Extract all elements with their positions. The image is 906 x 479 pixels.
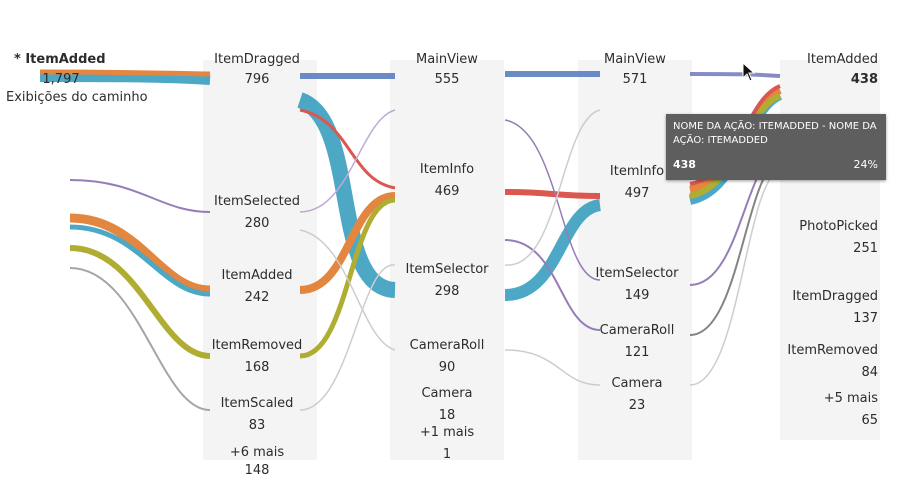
flow-thin-5 (504, 239, 601, 331)
flow-main-orange (39, 69, 211, 77)
flow-in-olive (69, 245, 211, 359)
node-count: 137 (853, 311, 878, 326)
node-count: 497 (624, 186, 650, 201)
flow-main-band (39, 72, 211, 85)
node-count: 251 (853, 241, 878, 256)
node-count: 84 (861, 365, 878, 380)
mouse-cursor-icon (742, 62, 756, 82)
node-col2-mainview[interactable]: MainView 555 (390, 52, 504, 88)
node-label: ItemDragged (792, 289, 878, 304)
node-col0-itemadded[interactable]: * ItemAdded 1,797 Exibições do caminho (6, 52, 148, 106)
node-col4-itemremoved[interactable]: ItemRemoved 84 (778, 343, 878, 381)
node-count: 168 (244, 360, 270, 375)
tooltip-percent: 24% (853, 158, 878, 171)
flow-added-info (299, 192, 396, 294)
node-col1-more[interactable]: +6 mais 148 (200, 445, 314, 479)
tooltip: NOME DA AÇÃO: ITEMADDED - NOME DA AÇÃO: … (666, 114, 886, 180)
node-label: ItemSelected (214, 194, 300, 209)
node-count: 555 (434, 72, 460, 87)
node-label: Camera (611, 376, 663, 391)
node-col1-itemscaled[interactable]: ItemScaled 83 (200, 396, 314, 434)
column-strip-2 (390, 60, 504, 460)
tooltip-value: 438 (673, 158, 696, 171)
flow-in-teal (69, 224, 211, 297)
node-col2-more[interactable]: +1 mais 1 (390, 425, 504, 463)
node-count: 23 (628, 398, 646, 413)
node-label: MainView (416, 52, 478, 67)
node-col1-itemremoved[interactable]: ItemRemoved 168 (200, 338, 314, 376)
flow-red-info (299, 108, 396, 190)
node-label: ItemSelector (405, 262, 489, 277)
node-count: 148 (244, 463, 270, 478)
node-label: ItemInfo (609, 164, 665, 179)
node-count: 1 (442, 447, 452, 462)
flow-thin-1 (299, 109, 396, 213)
node-label: ItemRemoved (211, 338, 303, 353)
node-count: 18 (438, 408, 456, 423)
node-label: +5 mais (823, 391, 878, 406)
flow-olive-info (299, 197, 396, 359)
node-count: 298 (434, 284, 460, 299)
node-col1-itemselected[interactable]: ItemSelected 280 (200, 194, 314, 232)
column-strip-1 (203, 60, 317, 460)
node-count: 121 (624, 345, 650, 360)
node-label: +1 mais (419, 425, 475, 440)
node-col4-photopicked[interactable]: PhotoPicked 251 (778, 219, 878, 257)
node-col4-itemadded[interactable]: ItemAdded 438 (778, 52, 878, 88)
flow-main-added (689, 72, 781, 78)
node-label: ItemSelector (595, 266, 679, 281)
tooltip-text: NOME DA AÇÃO: ITEMADDED - NOME DA AÇÃO: … (673, 121, 877, 146)
node-col2-iteminfo[interactable]: ItemInfo 469 (390, 162, 504, 200)
node-count: 65 (861, 413, 878, 428)
node-label: ItemAdded (806, 52, 878, 67)
flow-dragged-selector (296, 92, 397, 298)
node-count: 83 (248, 418, 266, 433)
node-count: 438 (850, 72, 878, 87)
node-label: MainView (604, 52, 666, 67)
node-count: 571 (622, 72, 648, 87)
node-col4-more[interactable]: +5 mais 65 (778, 391, 878, 429)
node-count: 90 (438, 360, 456, 375)
flow-thin-6 (504, 349, 601, 386)
node-label: ItemInfo (419, 162, 475, 177)
node-label: ItemAdded (221, 268, 293, 283)
node-label: ItemDragged (214, 52, 300, 67)
flow-thin-4 (504, 119, 601, 281)
node-label: ItemRemoved (787, 343, 878, 358)
node-count: 796 (244, 72, 270, 87)
node-col2-camera[interactable]: Camera 18 (390, 386, 504, 424)
node-sublabel: Exibições do caminho (6, 90, 148, 105)
flow-in-purple (69, 179, 211, 213)
flow-in-grey (69, 267, 211, 411)
flow-thin-9 (689, 169, 781, 386)
node-label: * ItemAdded (14, 52, 106, 67)
node-col3-mainview[interactable]: MainView 571 (578, 52, 692, 88)
node-label: ItemScaled (220, 396, 294, 411)
node-col4-itemdragged[interactable]: ItemDragged 137 (778, 289, 878, 327)
node-col3-camera[interactable]: Camera 23 (580, 376, 694, 414)
flow-thin-3 (299, 264, 396, 411)
node-label: Camera (421, 386, 473, 401)
flow-thin-2 (299, 229, 396, 351)
node-count: 1,797 (42, 72, 80, 87)
flow-info-info (504, 189, 601, 199)
node-label: PhotoPicked (799, 219, 878, 234)
node-count: 280 (244, 216, 270, 231)
node-label: CameraRoll (409, 338, 485, 353)
node-count: 149 (624, 288, 650, 303)
flow-selector-info (504, 199, 602, 301)
node-col2-itemselector[interactable]: ItemSelector 298 (390, 262, 504, 300)
node-label: +6 mais (229, 445, 285, 460)
node-col1-itemdragged[interactable]: ItemDragged 796 (200, 52, 314, 88)
node-col3-iteminfo[interactable]: ItemInfo 497 (580, 164, 694, 202)
node-col2-cameraroll[interactable]: CameraRoll 90 (390, 338, 504, 376)
flow-in-orange (69, 213, 211, 295)
flow-thin-10 (504, 109, 601, 266)
node-count: 242 (244, 290, 270, 305)
node-col1-itemadded[interactable]: ItemAdded 242 (200, 268, 314, 306)
node-col3-cameraroll[interactable]: CameraRoll 121 (580, 323, 694, 361)
node-count: 469 (434, 184, 460, 199)
node-label: CameraRoll (599, 323, 675, 338)
node-col3-itemselector[interactable]: ItemSelector 149 (580, 266, 694, 304)
